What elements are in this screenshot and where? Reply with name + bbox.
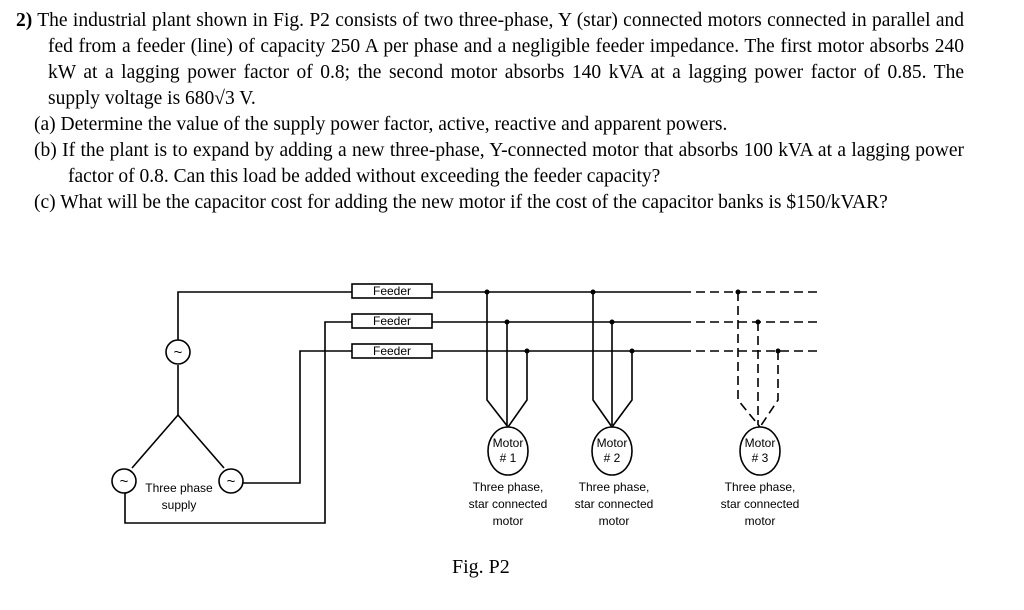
motor-1-name: Motor <box>493 436 524 450</box>
ac-symbol: ~ <box>227 473 236 490</box>
motor-1-desc-line1: Three phase, <box>473 480 544 494</box>
junction-dot <box>775 348 781 354</box>
motor-2-lead-a <box>592 292 613 428</box>
part-a-label: (a) <box>34 114 56 135</box>
part-b: (b) If the plant is to expand by adding … <box>16 138 964 190</box>
problem-stem-text: The industrial plant shown in Fig. P2 co… <box>37 10 964 109</box>
motor-2-icon <box>591 426 633 476</box>
junction-dot <box>735 289 741 295</box>
phase-a-wire <box>177 291 352 340</box>
junction-dot <box>755 319 761 325</box>
ac-source-icon <box>218 468 244 494</box>
motor-3-icon <box>739 426 781 476</box>
motor-2-desc-line1: Three phase, <box>579 480 650 494</box>
ac-source-icon <box>165 339 191 365</box>
part-c-label: (c) <box>34 192 56 213</box>
problem-stem: 2) The industrial plant shown in Fig. P2… <box>16 8 964 112</box>
motor-2-name: Motor <box>597 436 628 450</box>
feeder-box-1 <box>351 283 433 299</box>
feeder-label-3: Feeder <box>373 344 411 358</box>
part-a: (a) Determine the value of the supply po… <box>16 112 964 138</box>
junction-dot <box>609 319 615 325</box>
part-b-text: If the plant is to expand by adding a ne… <box>62 140 964 187</box>
motor-1-number: # 1 <box>500 451 517 465</box>
supply-wye-left <box>131 414 179 469</box>
junction-dot <box>504 319 510 325</box>
problem-text: 2) The industrial plant shown in Fig. P2… <box>16 8 964 216</box>
motor-2-desc-line2: star connected <box>575 497 654 511</box>
motor-1-lead-c <box>507 351 528 428</box>
part-a-text: Determine the value of the supply power … <box>60 114 728 135</box>
junction-dot <box>629 348 635 354</box>
motor-2-lead-c <box>611 351 633 428</box>
part-c: (c) What will be the capacitor cost for … <box>16 190 964 216</box>
motor-3-number: # 3 <box>752 451 769 465</box>
part-c-text: What will be the capacitor cost for addi… <box>60 192 888 213</box>
supply-label-line2: supply <box>162 498 197 512</box>
ac-symbol: ~ <box>174 344 183 361</box>
problem-number: 2) <box>16 10 33 31</box>
figure-caption: Fig. P2 <box>452 556 510 578</box>
feeder-box-2 <box>351 313 433 329</box>
supply-wye-right <box>177 414 225 469</box>
phase-b-wire <box>238 350 352 484</box>
motor-3-lead-c <box>759 351 779 428</box>
feeder-label-1: Feeder <box>373 284 411 298</box>
motor-3-desc-line3: motor <box>745 514 776 528</box>
phase-c-wire <box>124 321 352 524</box>
motor-1-desc-line2: star connected <box>469 497 548 511</box>
circuit-diagram: ~ ~ ~ Motor # 1 Motor # 2 Motor # 3 Thre… <box>111 283 822 528</box>
motor-1-lead-a <box>486 292 509 428</box>
motor-3-desc-line2: star connected <box>721 497 800 511</box>
part-b-label: (b) <box>34 140 57 161</box>
motor-3-lead-a <box>737 292 761 428</box>
junction-dot <box>524 348 530 354</box>
motor-2-number: # 2 <box>604 451 621 465</box>
supply-label-line1: Three phase <box>145 481 213 495</box>
junction-dot <box>590 289 596 295</box>
ac-source-icon <box>111 468 137 494</box>
motor-3-desc-line1: Three phase, <box>725 480 796 494</box>
ac-symbol: ~ <box>120 473 129 490</box>
motor-2-desc-line3: motor <box>599 514 630 528</box>
motor-1-desc-line3: motor <box>493 514 524 528</box>
motor-3-name: Motor <box>745 436 776 450</box>
junction-dot <box>484 289 490 295</box>
feeder-label-2: Feeder <box>373 314 411 328</box>
motor-1-icon <box>487 426 529 476</box>
